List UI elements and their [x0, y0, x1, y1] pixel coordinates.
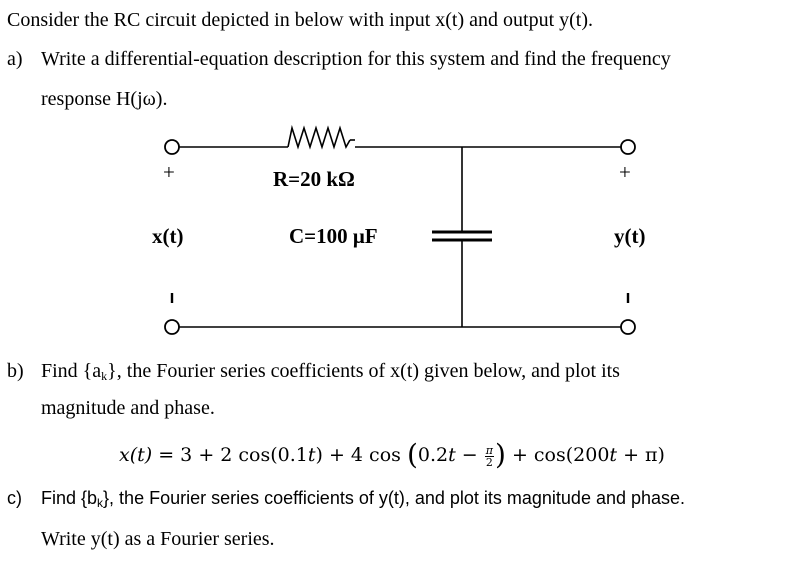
eq-inner: 0.2 [417, 444, 449, 466]
eq-t3: t [609, 444, 618, 466]
part-c-line2: Write y(t) as a Fourier series. [41, 528, 275, 550]
eq-frac-num: π [484, 443, 494, 457]
output-terminal-bottom [620, 319, 636, 335]
eq-mid2: ) + 4 cos [315, 444, 407, 466]
input-terminal-bottom [164, 319, 180, 335]
output-terminal-top [620, 139, 636, 155]
part-b-line2: magnitude and phase. [41, 397, 215, 419]
resistor-symbol [287, 124, 351, 150]
eq-paren-open: ( [406, 438, 418, 471]
plus-sign-right: + [619, 160, 631, 184]
eq-t1: t [307, 444, 316, 466]
eq-t2: t [448, 444, 456, 466]
plus-sign-left: + [163, 160, 175, 184]
part-c-line1-post: }, the Fourier series coefficients of y(… [103, 488, 686, 508]
eq-minus: − [455, 444, 484, 466]
eq-mid1: = 3 + 2 cos(0.1 [152, 444, 308, 466]
part-b-letter: b) [7, 360, 24, 382]
part-c-line1: Find {bk}, the Fourier series coefficien… [41, 488, 685, 510]
eq-frac-den: 2 [485, 455, 493, 469]
output-label: y(t) [614, 224, 646, 248]
problem-intro: Consider the RC circuit depicted in belo… [7, 9, 594, 31]
rc-circuit-diagram [164, 124, 636, 335]
part-b-line1-post: }, the Fourier series coefficients of x(… [107, 360, 620, 382]
part-c-subscript: k [97, 496, 104, 510]
eq-lhs: x(t) [119, 444, 153, 466]
part-c-line1-pre: Find {b [41, 488, 98, 508]
part-b-subscript: k [101, 369, 108, 383]
part-a-line1: Write a differential-equation descriptio… [41, 48, 671, 70]
part-b-line1-pre: Find {a [41, 360, 102, 382]
part-b-line1: Find {ak}, the Fourier series coefficien… [41, 360, 620, 384]
capacitor-label: C=100 μF [289, 224, 378, 248]
eq-tail: + π) [617, 444, 665, 466]
part-a-letter: a) [7, 48, 23, 70]
input-terminal-top [164, 139, 180, 155]
input-signal-equation: x(t) = 3 + 2 cos(0.1t) + 4 cos (0.2t − π… [119, 438, 665, 471]
eq-paren-close: ) [494, 438, 506, 471]
resistor-label: R=20 kΩ [273, 167, 355, 191]
part-a-line2: response H(jω). [41, 88, 168, 110]
part-c-letter: c) [7, 488, 22, 508]
eq-mid3: + cos(200 [505, 444, 610, 466]
input-label: x(t) [152, 224, 184, 248]
